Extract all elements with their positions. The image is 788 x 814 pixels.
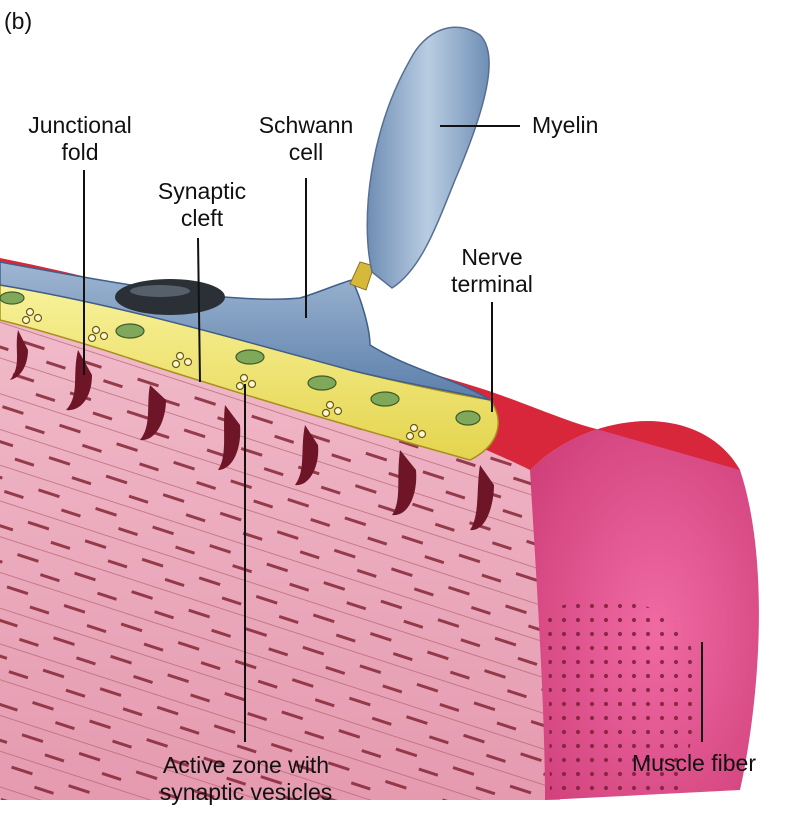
- schwann-nucleus: [115, 279, 225, 315]
- nerve-terminal-label: Nerve terminal: [436, 244, 548, 298]
- panel-label: (b): [4, 8, 32, 35]
- junctional-fold-label: Junctional fold: [18, 112, 142, 166]
- active-zone-label: Active zone with synaptic vesicles: [130, 752, 362, 806]
- muscle-fiber-label: Muscle fiber: [632, 750, 756, 777]
- schwann-cell-label: Schwann cell: [250, 112, 362, 166]
- synaptic-cleft-label: Synaptic cleft: [146, 178, 258, 232]
- myelin-label: Myelin: [532, 112, 598, 139]
